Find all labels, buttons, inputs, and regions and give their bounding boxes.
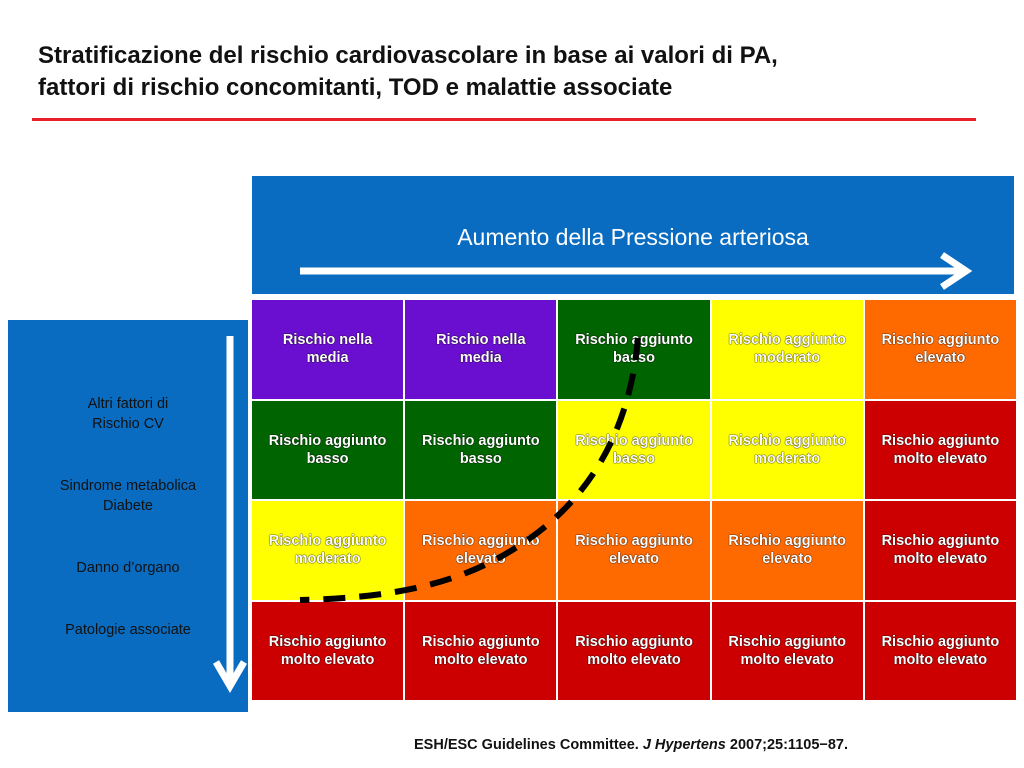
citation: ESH/ESC Guidelines Committee. J Hyperten…: [414, 737, 848, 753]
slide-title-line1: Stratificazione del rischio cardiovascol…: [38, 42, 778, 69]
slide-title-line2: fattori di rischio concomitanti, TOD e m…: [38, 74, 673, 101]
risk-cell-r2-c1: Rischio aggiunto basso: [252, 400, 404, 499]
risk-cell-r1-c1: Rischio nella media: [252, 300, 404, 399]
risk-cell-r2-c3: Rischio aggiunto basso: [558, 400, 710, 499]
risk-cell-r2-c5: Rischio aggiunto molto elevato: [864, 400, 1016, 499]
risk-cell-r3-c4: Rischio aggiunto elevato: [711, 501, 863, 600]
risk-cell-r1-c3: Rischio aggiunto basso: [558, 300, 710, 399]
blood-pressure-axis-label: Aumento della Pressione arteriosa: [457, 224, 809, 250]
side-axis-item-other-risk-factors: Altri fattori di Rischio CV: [87, 396, 169, 432]
risk-cell-r4-c2: Rischio aggiunto molto elevato: [405, 601, 557, 700]
citation-reference: 2007;25:1105−87.: [729, 737, 849, 753]
slide-title: Stratificazione del rischio cardiovascol…: [38, 40, 998, 104]
risk-cell-r2-c4: Rischio aggiunto moderato: [711, 400, 863, 499]
citation-journal: J Hypertens: [642, 737, 726, 753]
risk-cell-r4-c5: Rischio aggiunto molto elevato: [864, 601, 1016, 700]
citation-authors: ESH/ESC Guidelines Committee.: [414, 737, 639, 753]
side-axis-item-organ-damage: Danno d’organo: [76, 560, 180, 576]
risk-cell-r1-c5: Rischio aggiunto elevato: [864, 300, 1016, 399]
title-underline: [32, 118, 976, 121]
risk-cell-r4-c4: Rischio aggiunto molto elevato: [711, 601, 863, 700]
risk-cell-r3-c5: Rischio aggiunto molto elevato: [864, 501, 1016, 600]
right-arrow-icon: [300, 252, 973, 290]
risk-cell-r1-c4: Rischio aggiunto moderato: [711, 300, 863, 399]
risk-cell-r3-c1: Rischio aggiunto moderato: [252, 501, 404, 600]
side-axis-item-metabolic-syndrome: Sindrome metabolica Diabete: [59, 478, 197, 514]
risk-cell-r3-c2: Rischio aggiunto elevato: [405, 501, 557, 600]
risk-cell-r1-c2: Rischio nella media: [405, 300, 557, 399]
risk-cell-r3-c3: Rischio aggiunto elevato: [558, 501, 710, 600]
risk-cell-r4-c1: Rischio aggiunto molto elevato: [252, 601, 404, 700]
side-axis-item-associated-diseases: Patologie associate: [65, 622, 191, 638]
blood-pressure-axis-box: Aumento della Pressione arteriosa: [252, 176, 1014, 294]
down-arrow-icon: [212, 336, 248, 693]
risk-factors-axis-box: Altri fattori di Rischio CV Sindrome met…: [8, 320, 248, 712]
risk-cell-r2-c2: Rischio aggiunto basso: [405, 400, 557, 499]
risk-cell-r4-c3: Rischio aggiunto molto elevato: [558, 601, 710, 700]
